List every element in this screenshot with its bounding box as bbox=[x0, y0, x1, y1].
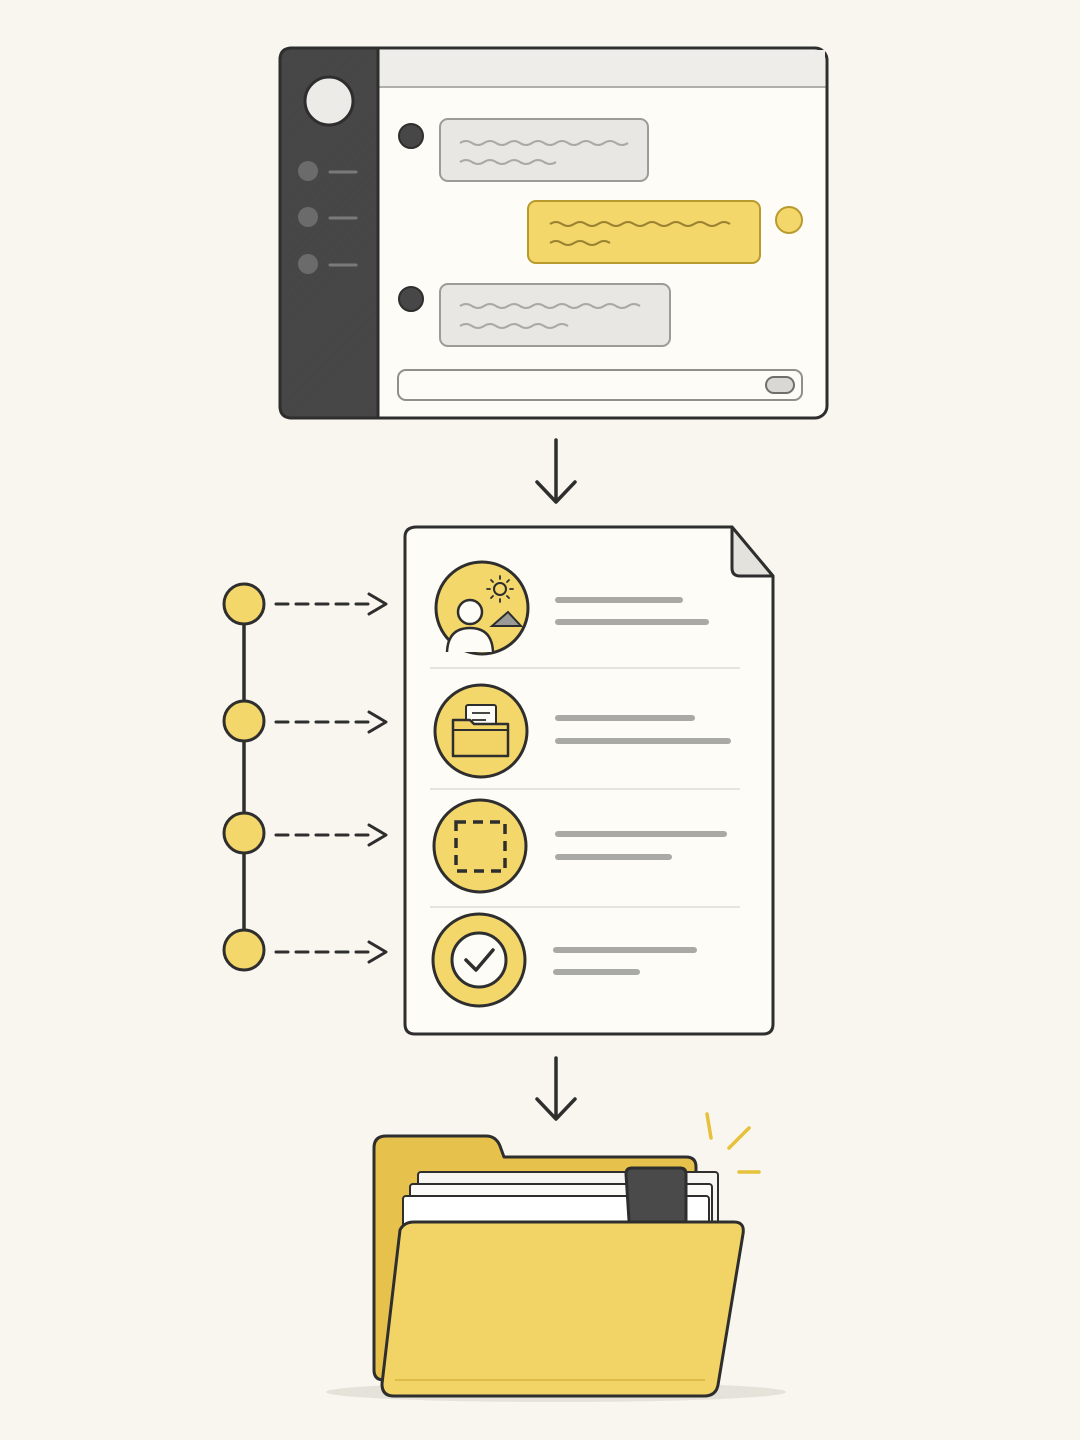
contact-avatar-icon bbox=[398, 123, 424, 149]
sidebar-item-dot-icon bbox=[298, 207, 318, 227]
timeline-step[interactable] bbox=[222, 582, 388, 626]
document-row[interactable] bbox=[431, 912, 697, 1008]
chat-message-other bbox=[398, 283, 671, 347]
chat-message-self bbox=[527, 200, 803, 264]
chat-window bbox=[278, 46, 829, 420]
timeline-step[interactable] bbox=[222, 811, 388, 855]
dashed-selection-icon bbox=[432, 798, 528, 894]
document-row[interactable] bbox=[434, 560, 709, 656]
document bbox=[403, 525, 775, 1036]
folded-corner-icon bbox=[730, 525, 775, 578]
document-row[interactable] bbox=[433, 683, 731, 779]
document-row[interactable] bbox=[432, 798, 727, 894]
down-arrow-icon bbox=[535, 1056, 577, 1121]
folder-front-flap bbox=[380, 1220, 745, 1398]
user-avatar-icon[interactable] bbox=[303, 75, 355, 127]
sparkle-lines bbox=[705, 1112, 761, 1174]
chat-message-other bbox=[398, 118, 649, 182]
timeline-node[interactable] bbox=[222, 699, 266, 743]
message-bubble-gray bbox=[439, 118, 649, 182]
archive-folder[interactable] bbox=[326, 1112, 786, 1402]
timeline-step[interactable] bbox=[222, 699, 388, 743]
timeline-step[interactable] bbox=[222, 928, 388, 972]
down-arrow-icon bbox=[535, 438, 577, 504]
timeline-node[interactable] bbox=[222, 811, 266, 855]
timeline bbox=[222, 582, 388, 972]
message-bubble-yellow bbox=[527, 200, 761, 264]
sidebar-item-dot-icon bbox=[298, 161, 318, 181]
sidebar-item-dot-icon bbox=[298, 254, 318, 274]
sidebar-item[interactable] bbox=[298, 254, 358, 274]
self-avatar-icon bbox=[775, 206, 803, 234]
message-input[interactable] bbox=[397, 369, 803, 401]
contact-avatar-icon bbox=[398, 286, 424, 312]
chat-sidebar bbox=[278, 46, 380, 420]
chat-title-bar bbox=[378, 50, 825, 86]
sidebar-item[interactable] bbox=[298, 161, 358, 181]
send-button-icon[interactable] bbox=[765, 376, 795, 394]
message-input-field[interactable] bbox=[397, 369, 803, 401]
message-bubble-gray bbox=[439, 283, 671, 347]
timeline-node[interactable] bbox=[222, 582, 266, 626]
sidebar-item[interactable] bbox=[298, 207, 358, 227]
timeline-node[interactable] bbox=[222, 928, 266, 972]
